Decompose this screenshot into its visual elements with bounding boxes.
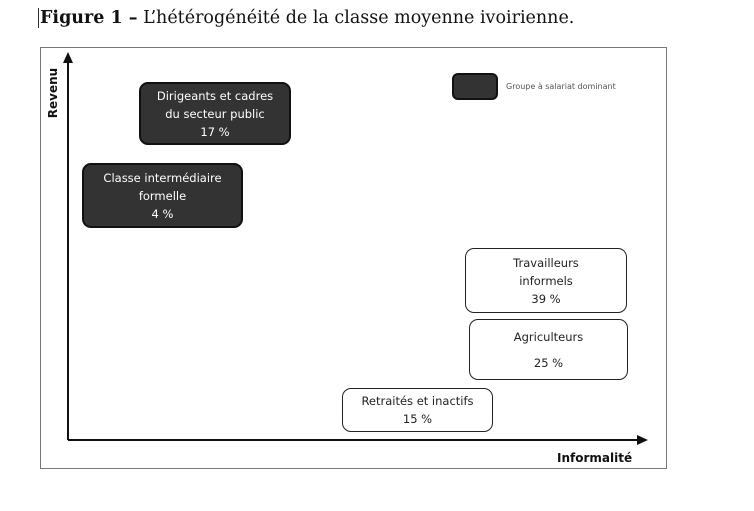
group-pct: 39 % [531, 291, 561, 306]
x-axis-arrow-icon [637, 435, 648, 445]
legend-label: Groupe à salariat dominant [506, 82, 616, 91]
figure-title: Figure 1 – L’hétérogénéité de la classe … [38, 8, 574, 28]
figure-number: Figure 1 – [40, 8, 138, 28]
group-travailleurs-informels: Travailleurs informels 39 % [465, 248, 627, 313]
legend-swatch [452, 73, 498, 100]
group-name: informels [519, 273, 573, 288]
group-pct: 17 % [200, 124, 230, 139]
diagram-frame [40, 47, 667, 469]
group-name: Travailleurs [513, 255, 579, 270]
group-name: formelle [138, 188, 187, 203]
y-axis-label: Revenu [46, 67, 61, 119]
group-name: Agriculteurs [513, 329, 584, 344]
group-name: Classe intermédiaire [103, 170, 222, 185]
group-dirigeants: Dirigeants et cadres du secteur public 1… [139, 82, 291, 145]
group-agriculteurs: Agriculteurs 25 % [469, 319, 628, 380]
group-name: Retraités et inactifs [361, 394, 474, 408]
group-pct: 15 % [402, 412, 433, 426]
group-retraites: Retraités et inactifs 15 % [342, 388, 493, 432]
group-pct: 25 % [533, 355, 564, 370]
group-classe-intermediaire: Classe intermédiaire formelle 4 % [82, 163, 243, 228]
group-name: du secteur public [165, 106, 265, 121]
x-axis-label: Informalité [557, 451, 633, 465]
y-axis-arrow-icon [63, 52, 73, 63]
group-pct: 4 % [151, 206, 174, 221]
figure-caption: L’hétérogénéité de la classe moyenne ivo… [137, 8, 575, 28]
group-name: Dirigeants et cadres [156, 88, 274, 103]
